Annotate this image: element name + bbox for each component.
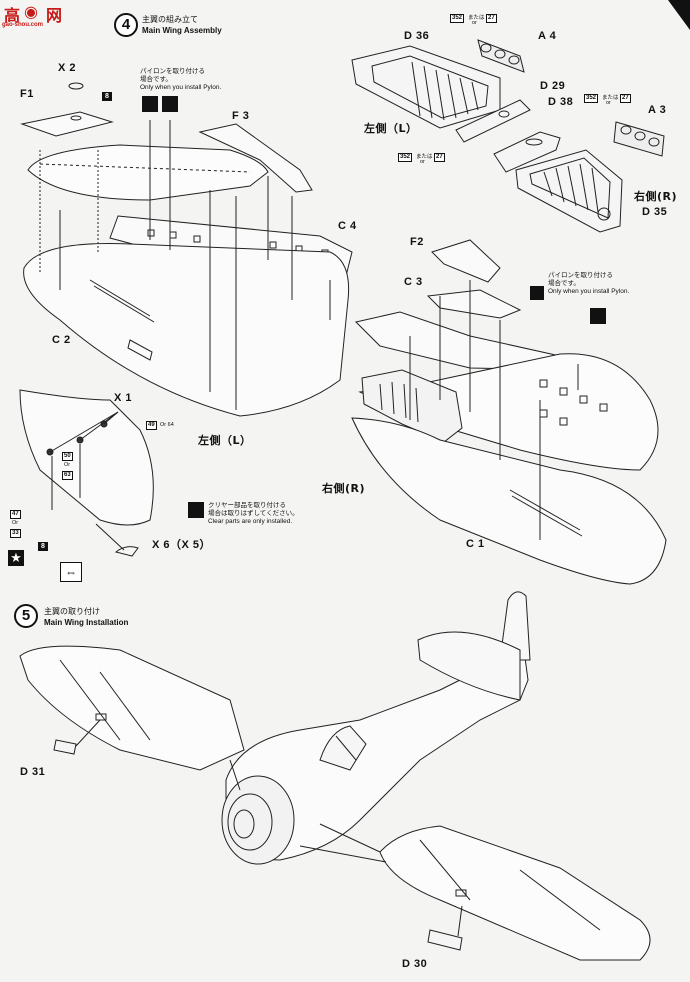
badge-352-a: 352 <box>450 14 465 23</box>
or-b: or <box>606 100 611 106</box>
mata-wa-c: または <box>416 154 433 160</box>
glue-icon-right <box>590 308 606 324</box>
pylon-note-right-jp-2: 場合です。 <box>548 279 580 287</box>
step-4-title-jp: 主翼の組み立て <box>142 15 198 24</box>
step-5-title-jp: 主翼の取り付け <box>44 607 100 616</box>
step-5-number: 5 <box>14 604 38 628</box>
part-d38-label: D 38 <box>548 96 574 108</box>
clear-note-en: Clear parts are only installed. <box>208 518 293 525</box>
mata-wa-b: または <box>602 95 619 101</box>
right-side-top-label: 右側(R) <box>634 190 678 203</box>
badge-352-b: 352 <box>584 94 599 103</box>
badge-27-b: 27 <box>620 94 631 103</box>
or-64-label: Or 64 <box>160 422 174 428</box>
clear-note-jp-1: クリヤー部品を取り付ける <box>208 501 286 509</box>
part-x1-label: X 1 <box>114 392 133 404</box>
pylon-note-left-en: Only when you install Pylon. <box>140 84 222 91</box>
part-d30-label: D 30 <box>402 958 428 970</box>
badge-49: 49 <box>146 421 157 430</box>
or-a: or <box>472 20 477 26</box>
part-d36-label: D 36 <box>404 30 430 42</box>
badge-47: 47 <box>10 510 21 519</box>
star-icon: ★ <box>8 550 24 566</box>
watermark-eye-icon: ◉ <box>24 2 38 21</box>
part-x2-label: X 2 <box>58 62 77 74</box>
badge-352-c: 352 <box>398 153 413 162</box>
badge-50: 50 <box>62 452 73 461</box>
step-5-title-en: Main Wing Installation <box>44 618 129 627</box>
pylon-note-right-en: Only when you install Pylon. <box>548 288 630 295</box>
mata-wa-a: または <box>468 15 485 21</box>
or-label-a: Or <box>64 462 71 468</box>
badge-27-a: 27 <box>486 14 497 23</box>
right-side-label: 右側(R) <box>322 482 366 495</box>
part-a4-label: A 4 <box>538 30 557 42</box>
watermark-url: gao-shou.com <box>2 22 44 28</box>
left-side-top-label: 左側（L） <box>364 122 418 135</box>
part-c1-label: C 1 <box>466 538 485 550</box>
flip-arrow-icon: ⇔ <box>60 562 82 582</box>
pylon-note-left-jp-1: パイロンを取り付ける <box>140 67 205 75</box>
pylon-note-left-jp-2: 場合です。 <box>140 75 172 83</box>
badge-8-top: 8 <box>102 92 112 101</box>
part-c2-label: C 2 <box>52 334 71 346</box>
part-f3-label: F 3 <box>232 110 250 122</box>
badge-27-c: 27 <box>434 153 445 162</box>
part-c3-label: C 3 <box>404 276 423 288</box>
part-d35-label: D 35 <box>642 206 668 218</box>
watermark-kanji-1: 高 <box>4 6 21 25</box>
glue-icon-left <box>162 96 178 112</box>
left-side-label: 左側（L） <box>198 434 252 447</box>
part-d31-label: D 31 <box>20 766 46 778</box>
part-f2-label: F2 <box>410 236 424 248</box>
clear-note-jp-2: 場合は取りはずしてください。 <box>208 509 299 517</box>
or-c: or <box>420 159 425 165</box>
page-corner-mark <box>668 0 690 30</box>
watermark-logo: 高 ◉ 网 gao-shou.com <box>2 2 70 36</box>
part-f1-label: F1 <box>20 88 34 100</box>
pylon-tool-icon-left <box>142 96 158 112</box>
or-label-b: Or <box>12 520 19 526</box>
badge-33: 33 <box>10 529 21 538</box>
part-a3-label: A 3 <box>648 104 667 116</box>
badge-63: 63 <box>62 471 73 480</box>
part-x6-label: X 6（X 5） <box>152 539 212 551</box>
pylon-note-right-jp-1: パイロンを取り付ける <box>548 271 613 279</box>
part-c4-label: C 4 <box>338 220 357 232</box>
part-d29-label: D 29 <box>540 80 566 92</box>
step-4-number: 4 <box>114 13 138 37</box>
watermark-kanji-2: 网 <box>46 6 63 25</box>
clear-glue-icon <box>188 502 204 518</box>
pylon-tool-icon-right <box>530 286 544 300</box>
badge-8-side: 8 <box>38 542 48 551</box>
step-4-title-en: Main Wing Assembly <box>142 26 222 35</box>
